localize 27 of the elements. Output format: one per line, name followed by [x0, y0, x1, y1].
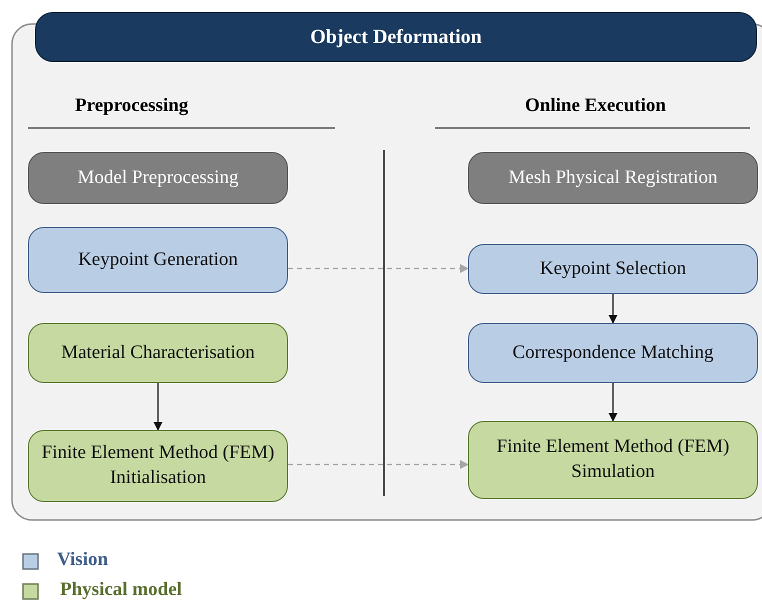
arrow — [608, 383, 618, 422]
step-label: Finite Element Method (FEM) Simulation — [496, 435, 730, 484]
step-label: Finite Element Method (FEM) Initialisation — [40, 441, 276, 490]
process-box — [468, 323, 758, 383]
step-label: Material Characterisation — [61, 340, 255, 365]
step-label: Model Preprocessing — [78, 166, 238, 190]
process-box — [28, 430, 288, 502]
process-box — [468, 244, 758, 294]
section-heading: Preprocessing — [75, 95, 188, 117]
step-label: Keypoint Selection — [540, 256, 686, 281]
section-heading: Online Execution — [525, 95, 666, 117]
arrow — [288, 264, 469, 274]
legend-label: Physical model — [60, 579, 182, 601]
title-banner — [35, 12, 757, 62]
step-label: Correspondence Matching — [512, 340, 714, 365]
process-box — [28, 152, 288, 204]
arrow — [288, 460, 469, 470]
process-box — [28, 227, 288, 293]
title: Object Deformation — [310, 25, 482, 50]
process-box — [468, 152, 758, 204]
step-label: Mesh Physical Registration — [508, 166, 718, 190]
legend-label: Vision — [57, 549, 108, 571]
process-box — [468, 421, 758, 499]
arrow — [608, 294, 618, 324]
process-box — [28, 323, 288, 383]
step-label: Keypoint Generation — [78, 248, 238, 272]
arrow — [153, 383, 163, 431]
